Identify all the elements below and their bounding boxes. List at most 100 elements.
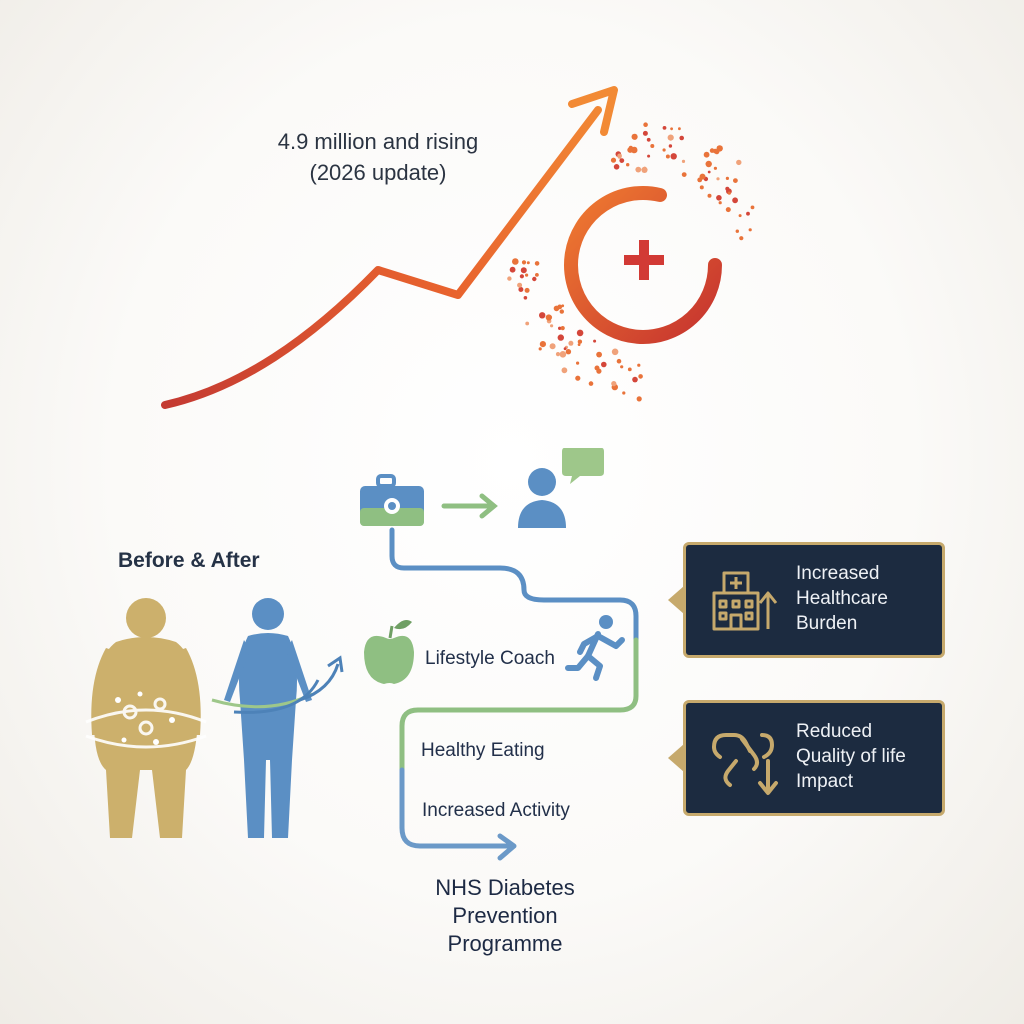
particle-dot xyxy=(699,173,706,180)
particle-dot xyxy=(735,229,739,233)
apple-icon xyxy=(364,620,414,684)
particle-dot xyxy=(557,334,564,341)
particle-dot xyxy=(733,178,738,184)
particle-dot xyxy=(616,358,622,364)
particle-dot xyxy=(627,367,632,372)
particle-dot xyxy=(620,365,624,369)
particle-dot xyxy=(558,326,562,330)
particle-dot xyxy=(627,147,634,153)
particle-dot xyxy=(739,236,744,241)
particle-dot xyxy=(549,343,556,350)
particle-dot xyxy=(662,126,667,130)
particle-dot xyxy=(555,352,561,357)
particle-dot xyxy=(679,135,684,141)
particle-dot xyxy=(678,127,681,131)
hospital-building-icon xyxy=(712,571,778,631)
rising-trend-arrow-icon xyxy=(161,86,618,409)
particle-dot xyxy=(611,381,617,387)
particle-dot xyxy=(646,137,651,142)
particle-dot xyxy=(716,145,723,152)
statistic-line-2: (2026 update) xyxy=(309,160,447,185)
medical-bag-icon xyxy=(360,474,424,526)
particle-dot xyxy=(550,324,554,328)
impact-card-healthcare: Increased Healthcare Burden xyxy=(683,542,945,658)
statistic-line-1: 4.9 million and rising xyxy=(277,129,479,154)
particle-dot xyxy=(507,276,512,281)
impact-1-line-2: Healthcare xyxy=(796,588,888,609)
particle-dot xyxy=(559,309,564,314)
particle-dot xyxy=(532,276,537,282)
step-increased-activity: Increased Activity xyxy=(422,800,570,821)
statistic-text: 4.9 million and rising (2026 update) xyxy=(248,126,508,188)
before-after-label: Before & After xyxy=(118,549,260,572)
particle-dot xyxy=(662,148,666,152)
particle-dot xyxy=(725,176,730,180)
particle-dot xyxy=(534,261,540,266)
person-speech-bubble-icon xyxy=(518,448,604,528)
particle-dot xyxy=(750,205,755,210)
arrow-right-icon xyxy=(441,493,498,519)
particle-dot xyxy=(610,157,617,163)
particle-dot xyxy=(568,340,574,346)
particle-dot xyxy=(553,305,560,312)
particle-dot xyxy=(718,201,722,205)
particle-dot xyxy=(635,166,642,173)
particle-dot xyxy=(539,341,547,348)
step-lifestyle-coach: Lifestyle Coach xyxy=(425,648,555,669)
particle-dot xyxy=(593,339,597,343)
particle-dot xyxy=(524,287,530,293)
particle-dot xyxy=(641,166,648,173)
particle-dot xyxy=(727,191,731,195)
particle-dot xyxy=(638,374,643,379)
particle-dot xyxy=(526,261,530,265)
particle-dot xyxy=(642,130,648,136)
particle-dot xyxy=(736,159,742,166)
particle-dot xyxy=(716,195,722,201)
particle-dot xyxy=(509,266,516,273)
impact-2-line-1: Reduced xyxy=(796,721,873,742)
particle-dot xyxy=(650,144,655,148)
particle-dot xyxy=(636,396,642,402)
particle-dot xyxy=(576,361,580,365)
particle-dot xyxy=(738,214,742,218)
particle-dot xyxy=(707,170,711,174)
impact-2-text: Reduced Quality of life Impact xyxy=(796,719,906,794)
particle-dot xyxy=(637,363,641,367)
particle-dot xyxy=(670,127,673,131)
impact-1-line-1: Increased xyxy=(796,563,880,584)
particle-dot xyxy=(617,154,622,159)
medical-cross-ring-icon xyxy=(507,122,755,402)
particle-dot xyxy=(535,273,539,277)
impact-1-line-3: Burden xyxy=(796,613,858,634)
particle-dot xyxy=(523,296,528,300)
particle-dot xyxy=(705,160,712,168)
particle-dot xyxy=(681,172,687,178)
particle-dot xyxy=(517,282,523,288)
particle-dot xyxy=(611,348,619,356)
particle-dot xyxy=(716,177,720,181)
particle-dot xyxy=(712,148,718,154)
particle-dot xyxy=(725,207,731,213)
particle-dot xyxy=(631,133,638,140)
particle-dot xyxy=(699,185,704,190)
particle-dot xyxy=(670,153,677,160)
particle-dot xyxy=(575,375,581,381)
particle-dot xyxy=(596,351,602,358)
particle-dot xyxy=(626,163,630,167)
programme-line-3: Programme xyxy=(447,931,563,956)
impact-card-pointer xyxy=(668,586,684,614)
particle-dot xyxy=(525,321,530,326)
particle-dot xyxy=(538,347,542,351)
particle-dots xyxy=(507,122,755,402)
impact-2-line-2: Quality of life xyxy=(796,746,906,767)
particle-dot xyxy=(539,312,546,319)
impact-2-line-3: Impact xyxy=(796,771,854,792)
particle-dot xyxy=(561,367,568,374)
particle-dot xyxy=(588,381,594,386)
particle-dot xyxy=(665,154,670,159)
particle-dot xyxy=(619,158,625,164)
particle-dot xyxy=(545,314,552,321)
particle-dot xyxy=(525,273,529,277)
